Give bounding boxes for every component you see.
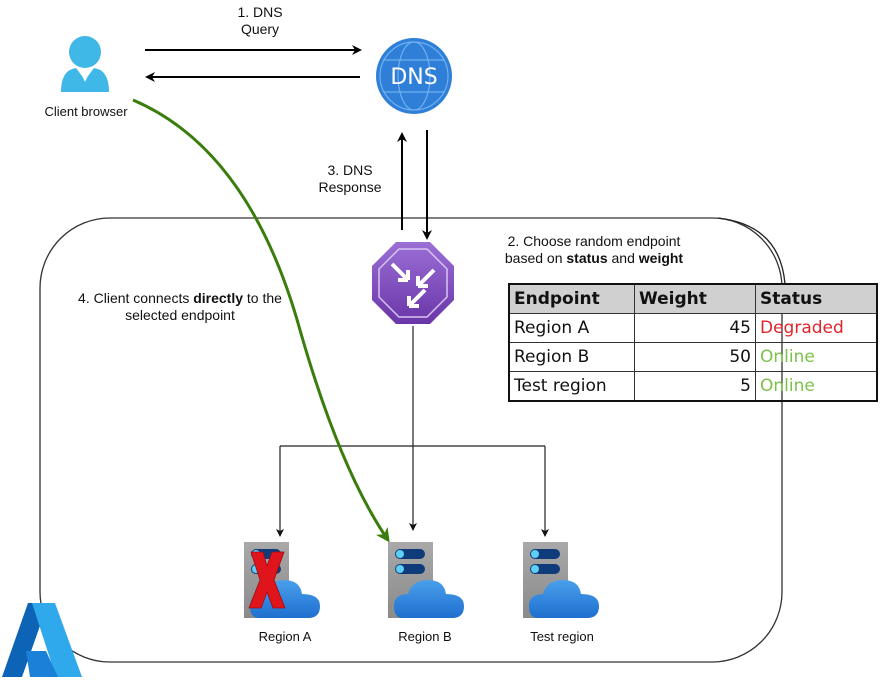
client-direct-connection-arrow bbox=[132, 98, 390, 543]
table-row: Test region 5 Online bbox=[508, 371, 878, 402]
endpoint-label-region-b: Region B bbox=[398, 629, 452, 644]
step4-text: 4. Client connects bbox=[78, 290, 194, 306]
traffic-manager-icon bbox=[372, 242, 454, 324]
status-cell: Degraded bbox=[755, 313, 878, 343]
step2-bold-status: status bbox=[566, 250, 608, 266]
server-icon-region-a bbox=[244, 542, 320, 618]
endpoint-label-region-a: Region A bbox=[258, 629, 312, 644]
step4-line1: 4. Client connects directly to the bbox=[40, 290, 320, 307]
table-header: Weight bbox=[634, 283, 756, 314]
step4-line2: selected endpoint bbox=[125, 307, 235, 323]
endpoint-weight-table: Endpoint Weight Status Region A 45 Degra… bbox=[508, 283, 878, 402]
step4-bold: directly bbox=[193, 290, 244, 306]
step1-line2: Query bbox=[240, 21, 280, 37]
endpoint-cell: Region B bbox=[508, 342, 635, 372]
step4-text: to the bbox=[243, 290, 282, 306]
step2-line2: based on status and weight bbox=[478, 250, 710, 267]
weight-cell: 50 bbox=[634, 342, 756, 372]
dns-icon: DNS bbox=[376, 38, 452, 114]
step3-line2: Response bbox=[318, 179, 382, 195]
azure-logo-icon bbox=[2, 603, 82, 677]
step2-label: 2. Choose random endpoint based on statu… bbox=[478, 233, 710, 267]
server-icon-test-region bbox=[523, 542, 599, 618]
step3-line1: 3. DNS bbox=[327, 162, 373, 178]
weight-cell: 5 bbox=[634, 371, 756, 402]
table-row: Region A 45 Degraded bbox=[508, 313, 878, 343]
client-browser-label: Client browser bbox=[44, 104, 128, 119]
table-header-row: Endpoint Weight Status bbox=[508, 283, 878, 314]
step2-bold-weight: weight bbox=[638, 250, 684, 266]
step3-label: 3. DNS Response bbox=[300, 162, 400, 196]
failed-x-icon bbox=[248, 551, 286, 609]
table-row: Region B 50 Online bbox=[508, 342, 878, 372]
client-user-icon bbox=[61, 36, 109, 92]
weight-cell: 45 bbox=[634, 313, 756, 343]
status-cell: Online bbox=[755, 342, 878, 372]
endpoint-label-test-region: Test region bbox=[530, 629, 594, 644]
endpoint-cell: Test region bbox=[508, 371, 635, 402]
table-header: Status bbox=[755, 283, 878, 314]
endpoint-cell: Region A bbox=[508, 313, 635, 343]
step2-text: and bbox=[607, 250, 639, 266]
server-icon-region-b bbox=[388, 542, 464, 618]
dns-icon-text: DNS bbox=[390, 65, 437, 90]
table-header: Endpoint bbox=[508, 283, 635, 314]
step2-text: based on bbox=[504, 250, 567, 266]
status-cell: Online bbox=[755, 371, 878, 402]
azure-region-boundary bbox=[39, 217, 783, 663]
step4-label: 4. Client connects directly to the selec… bbox=[40, 290, 320, 324]
step1-label: 1. DNS Query bbox=[200, 4, 320, 38]
step2-line1: 2. Choose random endpoint bbox=[507, 233, 681, 249]
step1-line1: 1. DNS bbox=[237, 4, 283, 20]
